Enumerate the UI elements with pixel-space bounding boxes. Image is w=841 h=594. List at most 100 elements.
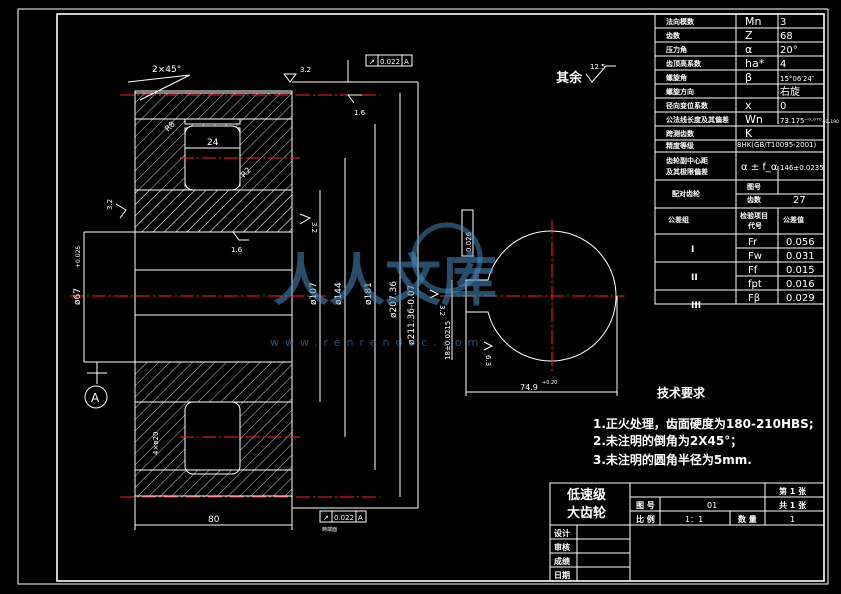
param-symbol: x	[745, 99, 752, 112]
tol-code: fpt	[748, 279, 762, 290]
dim-24: 24	[207, 138, 219, 148]
rest-label: 其余	[556, 70, 583, 86]
param-value: 20°	[780, 45, 798, 56]
dim-phi181: ø181	[364, 282, 374, 305]
dim-phi67-tol: +0.025	[75, 246, 82, 268]
tol-bottom-ref: A	[358, 514, 363, 522]
tech-item-1: 1.正火处理，齿面硬度为180-210HBS;	[593, 416, 814, 431]
datum-a: A	[91, 391, 100, 405]
param-value: 73.175⁻⁰·⁰⁷⁰₋₀.₁₉₀	[780, 117, 839, 125]
param-value: 右旋	[780, 85, 800, 98]
ra-16-bore: 1.6	[231, 246, 243, 254]
tol-group: III	[691, 301, 701, 311]
key-ra: 3.2	[438, 305, 446, 316]
key-ra2: 6.3	[484, 355, 492, 366]
hub-top	[134, 189, 293, 233]
param-value: 15°06′24″	[780, 75, 815, 83]
mating-row2: 齿数	[747, 195, 762, 204]
drawing-no: 01	[707, 501, 717, 510]
center-val: 146±0.0235	[780, 164, 824, 172]
tech-title: 技术要求	[657, 385, 706, 400]
tol-value: 0.016	[786, 279, 815, 290]
param-label: 公法线长度及其偏差	[666, 115, 729, 124]
param-value: 0	[780, 101, 786, 112]
scale-label: 比 例	[636, 514, 655, 524]
param-label: 径向变位系数	[666, 101, 709, 110]
sheet-total: 共 1 张	[779, 500, 807, 510]
tol-value: 0.056	[786, 237, 815, 248]
dim-phi107: ø107	[309, 282, 319, 305]
chamfer-label: 2×45°	[152, 65, 181, 75]
watermark-url: www.renrendoc.com	[270, 336, 484, 349]
hole-bottom	[184, 401, 241, 475]
tol-code: Ff	[748, 265, 758, 276]
keyway-view: 74.9 +0.20 18±0.0215 0.026 3.2 6.3	[429, 209, 625, 396]
param-symbol: K	[745, 127, 753, 140]
dim-80: 80	[208, 515, 220, 525]
section-view: ø67 +0.025 ø107 ø144 ø181 ø207.36 ø211.3…	[70, 54, 419, 533]
key-depth: 74.9	[520, 383, 538, 392]
title-block: 低速级 大齿轮 图 号 01 比 例 1：1 数 量 1 第 1 张 共 1 张…	[549, 482, 825, 582]
param-value: 68	[780, 31, 793, 42]
hatch-bottom-rim	[134, 469, 293, 497]
precision-value: 8HK(GB/T10095-2001)	[737, 141, 817, 149]
tol-group: II	[691, 273, 698, 283]
tol-top-value: 0.022	[380, 58, 400, 66]
tol-value: 0.031	[786, 251, 815, 262]
param-value: 3	[780, 17, 786, 28]
param-symbol: Wn	[745, 113, 763, 126]
param-symbol: Z	[745, 29, 753, 42]
sheet-no: 第 1 张	[779, 486, 807, 496]
drawing-no-label: 图 号	[636, 501, 655, 510]
center-label1: 齿轮副中心距	[666, 156, 708, 165]
outer-border	[17, 8, 829, 585]
part-name-2: 大齿轮	[567, 505, 606, 521]
hub-bottom	[134, 361, 293, 403]
role-date: 日期	[554, 570, 570, 580]
tol-code: Fr	[748, 237, 758, 248]
param-label: 齿顶高系数	[666, 59, 702, 68]
param-label: 压力角	[666, 45, 687, 54]
tol-group-label: 公差组	[668, 215, 689, 224]
tol-code: Fβ	[748, 293, 760, 304]
qty-value: 1	[790, 515, 795, 524]
param-symbol: ha*	[745, 57, 765, 70]
dim-hole: 4×ø20	[152, 431, 160, 455]
dim-phi67: ø67	[73, 288, 83, 305]
role-review: 审核	[554, 542, 570, 552]
role-grade: 成绩	[554, 556, 570, 566]
param-symbol: β	[745, 71, 752, 84]
qty-label: 数 量	[738, 514, 757, 524]
mating-label: 配对齿轮	[672, 189, 700, 198]
scale-value: 1：1	[685, 515, 703, 524]
tech-item-3: 3.未注明的圆角半径为5mm.	[593, 452, 752, 467]
tol-bottom-note: 两端面	[322, 526, 337, 533]
param-symbol: Mn	[745, 15, 761, 28]
hatch-top-rim	[134, 92, 293, 120]
param-label: 螺旋角	[666, 73, 687, 82]
key-width: 18±0.0215	[444, 321, 452, 360]
tol-bottom-value: 0.022	[334, 514, 354, 522]
param-label: 螺旋方向	[666, 87, 694, 96]
tol-col3-label: 公差值	[783, 215, 804, 224]
watermark: 人人文库 www.renrendoc.com	[270, 222, 497, 349]
ra-32-right: 3.2	[310, 222, 318, 233]
dim-phi207: ø207.36	[389, 281, 399, 318]
param-label: 跨测齿数	[666, 129, 695, 138]
param-symbol: α	[745, 43, 752, 56]
ra-32-top: 3.2	[300, 66, 311, 74]
tol-top-ref: A	[404, 58, 409, 66]
tol-value: 0.015	[786, 265, 815, 276]
watermark-logo-text: 人人文库	[273, 249, 497, 314]
svg-text:↗: ↗	[369, 58, 375, 66]
center-label2: 及其极限偏差	[666, 167, 708, 176]
dim-phi144: ø144	[334, 282, 344, 305]
param-label: 法向模数	[666, 17, 695, 26]
tech-item-2: 2.未注明的倒角为2X45°；	[593, 433, 742, 448]
ra-16-top: 1.6	[354, 109, 366, 117]
tol-col2-label1: 检验项目	[740, 211, 768, 220]
tol-col2-label2: 代号	[747, 221, 762, 230]
tol-code: Fw	[748, 251, 762, 262]
